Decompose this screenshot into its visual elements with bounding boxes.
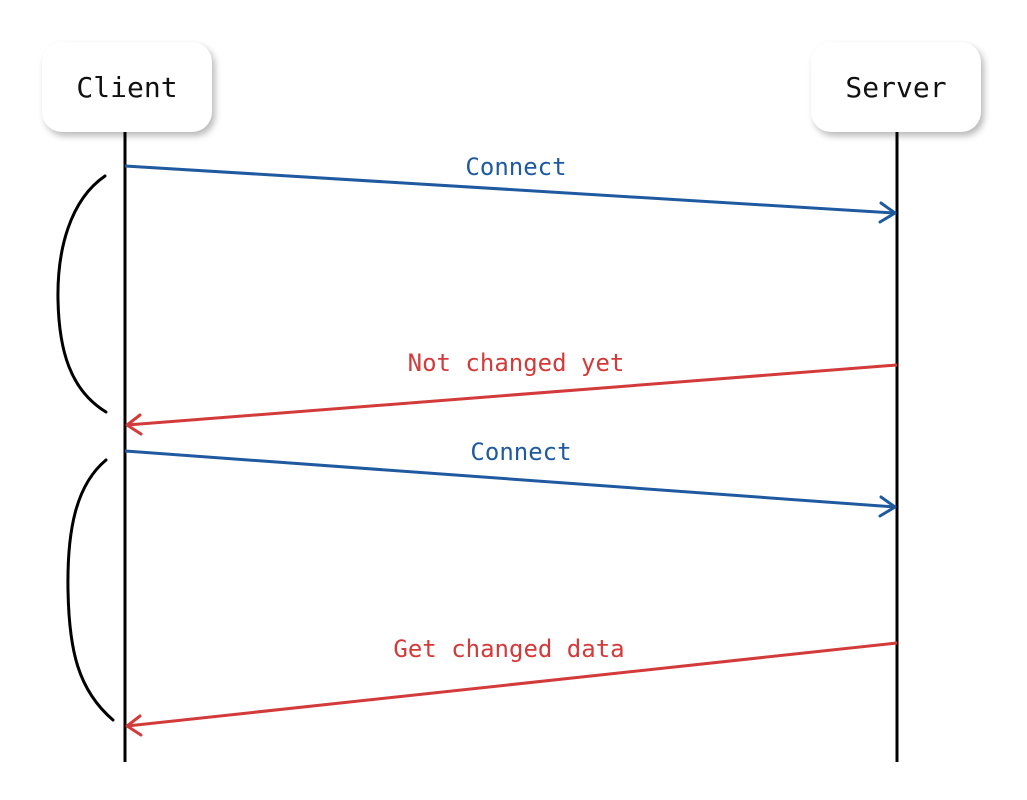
arrowhead-icon bbox=[878, 201, 897, 224]
arrowhead-icon bbox=[125, 714, 143, 737]
message-get-changed-data: Get changed data bbox=[125, 635, 898, 737]
message-arrow bbox=[124, 164, 896, 215]
arrowhead-icon bbox=[125, 413, 143, 436]
message-connect-2: Connect bbox=[124, 438, 897, 518]
server-actor-label: Server bbox=[845, 70, 947, 104]
message-arrow bbox=[126, 641, 898, 728]
message-arrow bbox=[126, 363, 898, 427]
request-cycle-brace-2 bbox=[66, 458, 115, 722]
client-actor-box: Client bbox=[42, 42, 212, 132]
server-actor-box: Server bbox=[811, 42, 981, 132]
message-label: Not changed yet bbox=[408, 349, 625, 377]
request-cycle-brace-1 bbox=[56, 174, 108, 414]
message-not-changed-yet: Not changed yet bbox=[125, 349, 898, 436]
message-label: Connect bbox=[470, 438, 571, 466]
client-actor-label: Client bbox=[76, 70, 178, 104]
message-label: Connect bbox=[465, 153, 566, 181]
message-connect-1: Connect bbox=[124, 153, 897, 224]
message-label: Get changed data bbox=[393, 635, 624, 663]
arrowhead-icon bbox=[878, 495, 897, 518]
message-arrow bbox=[124, 449, 896, 509]
